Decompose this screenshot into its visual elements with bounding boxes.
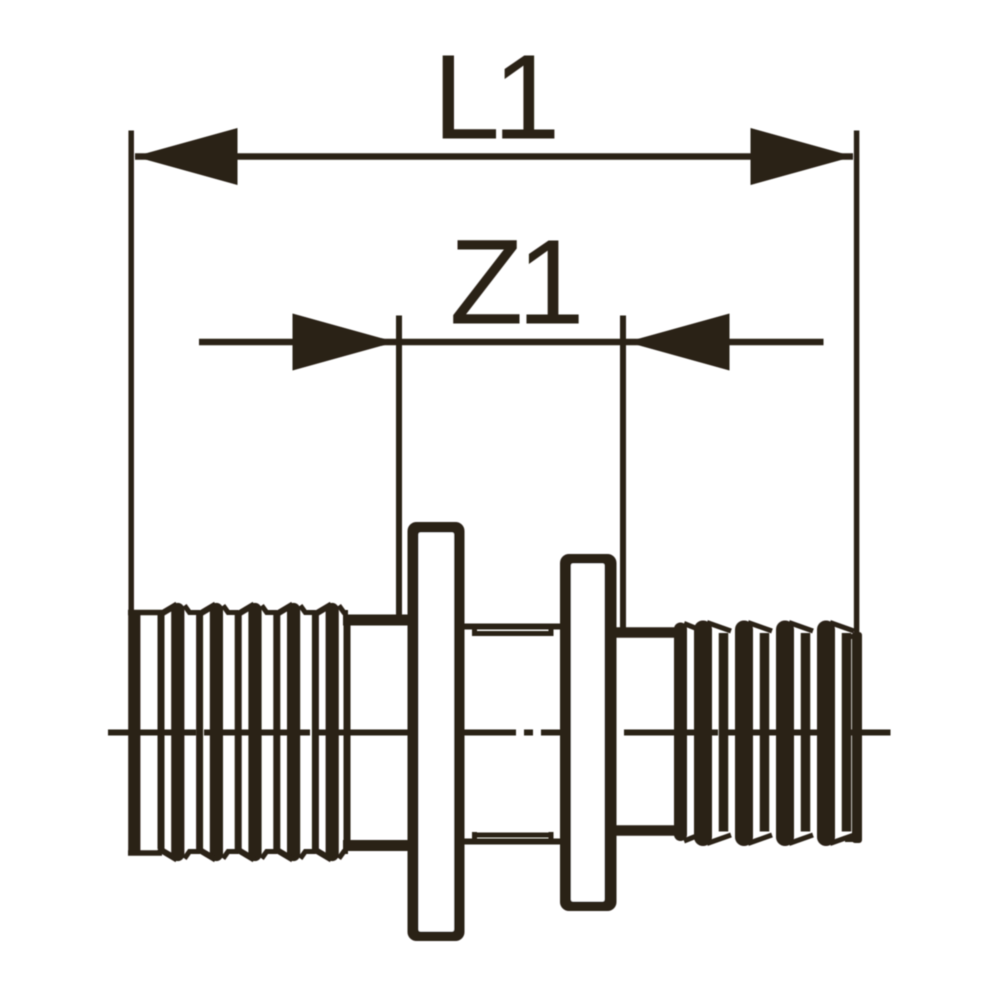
svg-text:Z1: Z1: [449, 214, 579, 350]
svg-text:L1: L1: [433, 29, 555, 165]
